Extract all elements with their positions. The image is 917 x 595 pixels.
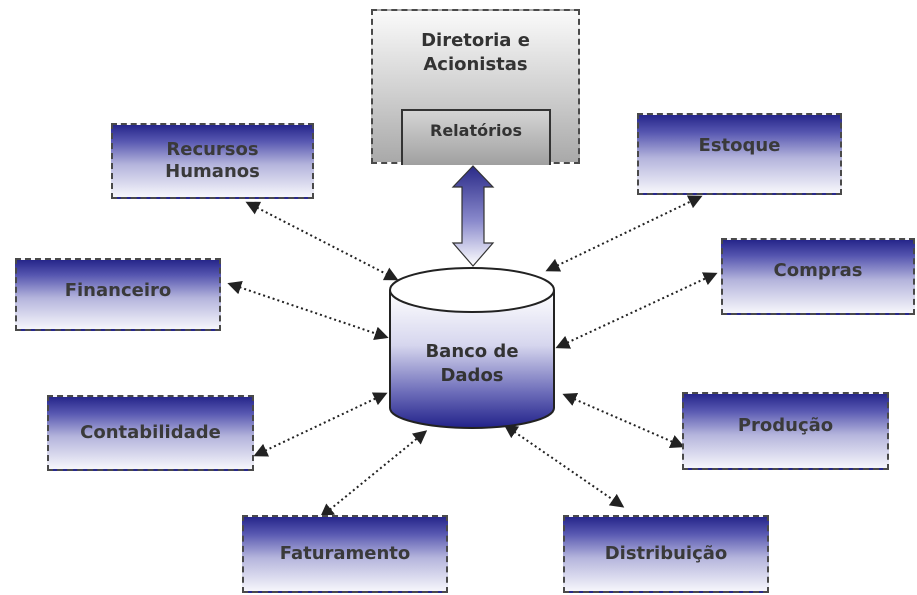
- link-producao: [562, 393, 685, 448]
- database-label: Banco de Dados: [425, 341, 519, 386]
- node-financeiro-label: Financeiro: [64, 280, 172, 301]
- node-contabilidade-label: Contabilidade: [80, 422, 221, 443]
- box-diretoria-acionistas: Diretoria e Acionistas Relatórios: [371, 9, 580, 165]
- node-estoque: Estoque: [637, 113, 842, 195]
- node-producao: Produção: [682, 392, 889, 470]
- database-cylinder: [389, 267, 555, 429]
- node-contabilidade: Contabilidade: [47, 395, 254, 471]
- node-recursos-humanos-label: Recursos Humanos: [165, 139, 260, 182]
- link-financeiro: [227, 280, 389, 341]
- node-estoque-label: Estoque: [698, 135, 781, 156]
- link-compras: [555, 272, 718, 349]
- node-faturamento-label: Faturamento: [279, 543, 411, 564]
- link-contabilidade: [253, 392, 388, 457]
- node-recursos-humanos: Recursos Humanos: [111, 123, 314, 199]
- node-financeiro: Financeiro: [15, 258, 221, 331]
- node-distribuicao: Distribuição: [563, 515, 769, 593]
- link-faturamento: [319, 430, 428, 518]
- relatorios-box: Relatórios: [401, 109, 551, 165]
- node-faturamento: Faturamento: [242, 515, 448, 593]
- diretoria-title: Diretoria e Acionistas: [421, 30, 530, 75]
- link-estoque: [545, 195, 703, 272]
- relatorios-label: Relatórios: [430, 121, 522, 140]
- node-compras-label: Compras: [773, 260, 863, 281]
- node-distribuicao-label: Distribuição: [604, 543, 728, 564]
- node-producao-label: Produção: [737, 415, 834, 436]
- report-arrow: [451, 165, 495, 267]
- link-rh: [245, 201, 399, 281]
- link-distribuicao: [503, 424, 625, 508]
- node-compras: Compras: [721, 238, 915, 315]
